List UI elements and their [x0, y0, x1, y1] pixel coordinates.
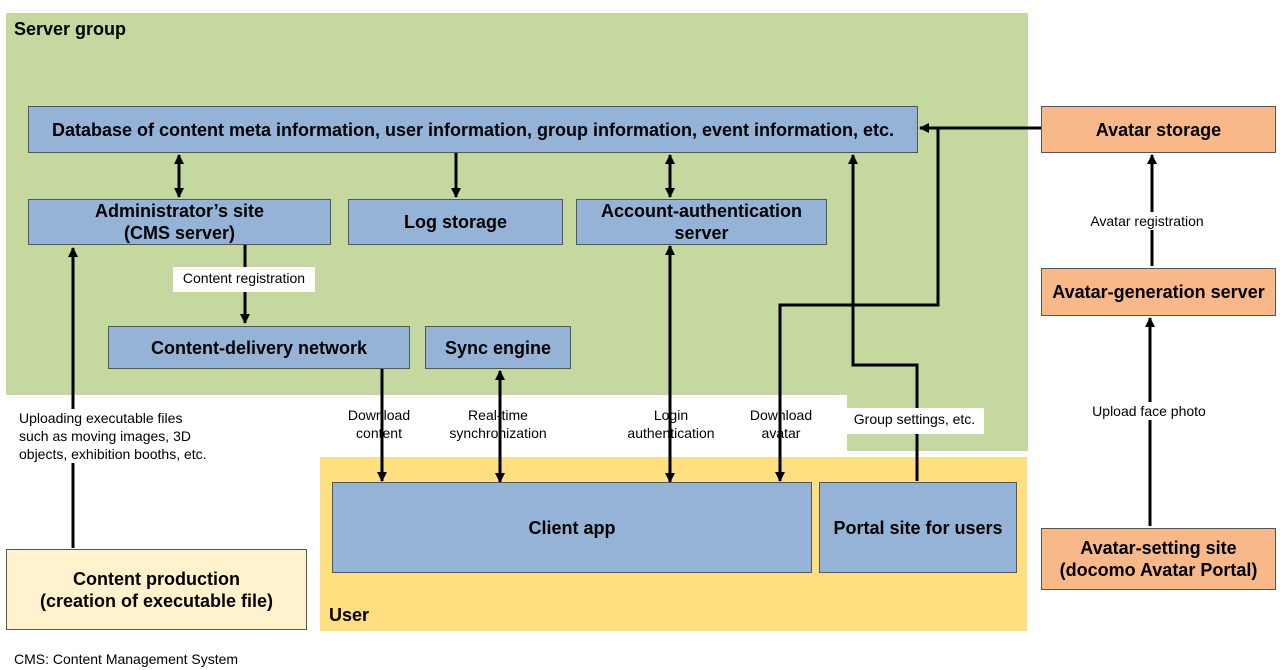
label-download-content: Download content: [347, 407, 411, 441]
avatar-setting-node: Avatar-setting site (docomo Avatar Porta…: [1041, 528, 1276, 590]
label-uploading: Uploading executable files such as movin…: [19, 409, 239, 463]
label-group-settings: Group settings, etc.: [845, 408, 984, 434]
content-production-node: Content production (creation of executab…: [6, 549, 307, 630]
log-storage-node: Log storage: [348, 199, 563, 245]
label-realtime-sync: Real-time synchronization: [449, 407, 547, 441]
avatar-storage-node: Avatar storage: [1041, 106, 1276, 153]
label-avatar-registration: Avatar registration: [1080, 212, 1214, 230]
account-auth-node: Account-authentication server: [576, 199, 827, 245]
admin-site-node: Administrator’s site (CMS server): [28, 199, 331, 245]
portal-site-node: Portal site for users: [819, 482, 1017, 573]
server-group-label: Server group: [14, 19, 127, 39]
label-download-avatar: Download avatar: [749, 407, 813, 441]
edge-avatarstorage-client: [775, 128, 940, 482]
label-upload-face-photo: Upload face photo: [1083, 402, 1215, 420]
footnote: CMS: Content Management System: [14, 651, 239, 667]
label-content-registration: Content registration: [173, 267, 315, 292]
user-label: User: [329, 605, 370, 625]
database-node: Database of content meta information, us…: [28, 106, 918, 153]
client-app-node: Client app: [332, 482, 812, 573]
server-group-notch-middle: [319, 395, 847, 457]
sync-engine-node: Sync engine: [425, 326, 571, 369]
cdn-node: Content-delivery network: [108, 326, 410, 369]
avatar-generation-node: Avatar-generation server: [1041, 268, 1276, 316]
label-login-auth: Login authentication: [627, 407, 715, 441]
